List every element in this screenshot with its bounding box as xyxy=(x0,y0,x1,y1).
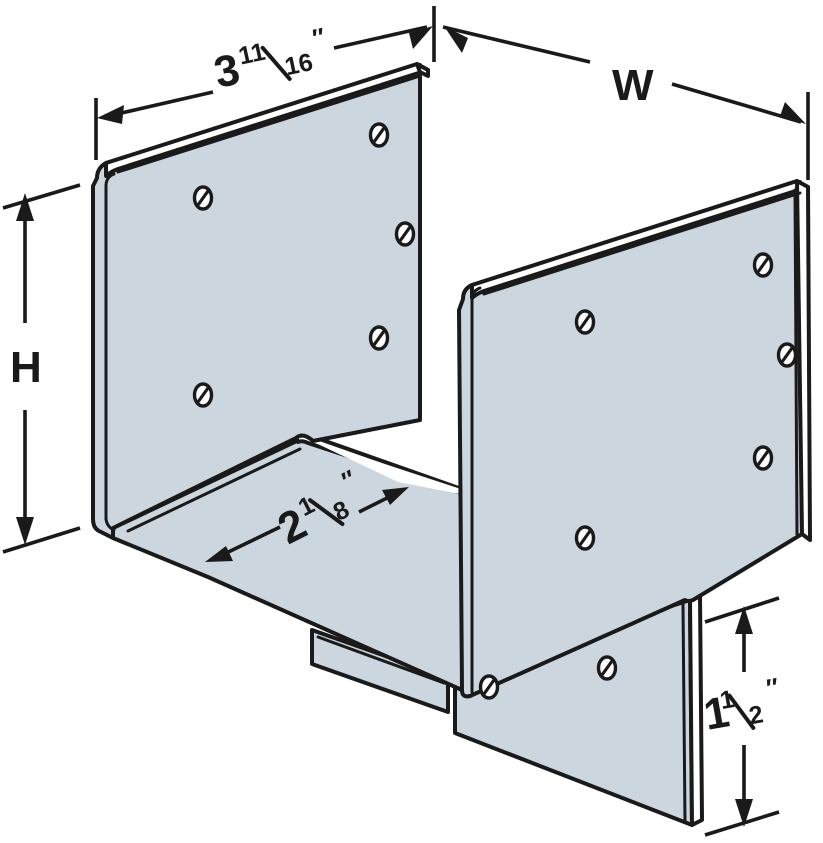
hole xyxy=(368,325,390,351)
depth-numerator: 11 xyxy=(236,38,268,71)
depth-denominator: 16 xyxy=(282,48,315,81)
dimension-seat-depth xyxy=(205,487,409,562)
depth-fraction-bar xyxy=(260,45,292,81)
dimension-height xyxy=(2,183,81,554)
dimension-tab-height-label: 1 1 2 ″ xyxy=(700,673,781,740)
hole xyxy=(752,445,774,471)
tab-numerator: 1 xyxy=(718,685,737,715)
hole xyxy=(574,525,596,551)
hole xyxy=(752,252,774,278)
hole xyxy=(368,122,390,148)
dimension-width xyxy=(442,25,810,180)
hole xyxy=(192,185,214,211)
tab-denominator: 2 xyxy=(747,700,766,730)
dimension-depth xyxy=(94,6,436,160)
dimension-height-label: H xyxy=(10,343,42,392)
hole xyxy=(596,655,618,681)
right-side-flange xyxy=(457,179,812,699)
hole xyxy=(192,382,214,408)
left-side-flange xyxy=(91,62,430,540)
dimension-width-label: W xyxy=(612,61,654,110)
depth-unit: ″ xyxy=(310,23,328,53)
dimension-depth-label: 3 11 16 ″ xyxy=(210,23,328,98)
hole xyxy=(394,221,416,247)
tab-fraction-bar xyxy=(727,693,756,730)
hole xyxy=(574,309,596,335)
bracket-assembly xyxy=(91,62,812,827)
tab-unit: ″ xyxy=(764,673,781,703)
hole xyxy=(776,342,798,368)
hole xyxy=(478,674,500,700)
dimension-tab-height xyxy=(704,596,780,837)
seat-fraction-bar xyxy=(308,498,345,527)
